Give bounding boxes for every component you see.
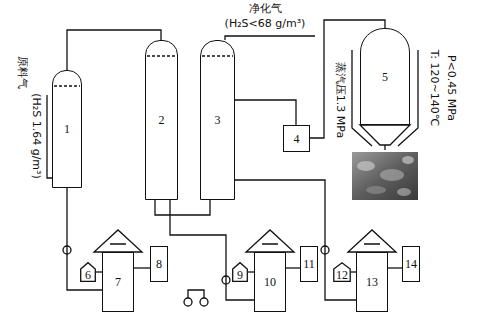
callout-number: 8 [156, 258, 162, 270]
tank-box: 11 [300, 246, 318, 282]
tank-outline [81, 263, 96, 282]
filter-hood [94, 230, 142, 252]
process-box: 4 [283, 125, 310, 152]
tank-symbol: 12 [333, 262, 351, 282]
stream-label: 净化气 [249, 3, 282, 15]
callout-number: 9 [237, 269, 243, 281]
callout-number: 3 [215, 114, 221, 126]
pipe-line [388, 267, 402, 268]
pipe-line [170, 200, 254, 300]
absorber-column: 3 [200, 40, 235, 200]
pump-symbol [200, 298, 208, 306]
tank-outline [233, 263, 248, 282]
hood-bar [110, 243, 380, 244]
sulfur-photo [352, 152, 418, 200]
callout-number: 10 [264, 276, 276, 288]
tank-box: 8 [150, 246, 168, 282]
liquid-level [202, 55, 233, 56]
pipe-line [235, 100, 296, 125]
filter-unit: 13 [356, 252, 388, 312]
concentration-label: (H₂S<68 g/m³) [225, 18, 306, 30]
pipe-line [134, 267, 150, 268]
tank-symbol: 6 [80, 262, 96, 282]
liquid-level [54, 85, 80, 86]
stream-label: 原料气 [16, 56, 28, 89]
callout-number: 2 [159, 114, 165, 126]
tank-outline [334, 263, 350, 282]
pipe-line [286, 267, 300, 268]
filter-hood [348, 230, 396, 252]
vessel-outlet [384, 145, 385, 150]
callout-number: 7 [115, 276, 121, 288]
callout-number: 14 [405, 258, 417, 270]
tank-symbol: 9 [232, 262, 248, 282]
pipe-line [310, 20, 385, 138]
filter-unit: 7 [102, 252, 134, 312]
outlet-pipe [225, 36, 315, 40]
pipe-line [67, 188, 102, 290]
tank-box: 14 [402, 246, 420, 282]
condition-label: 蒸汽压1.3 MPa [334, 62, 346, 138]
callout-number: 1 [64, 123, 70, 135]
concentration-label: (H₂S 1.64 g/m³) [30, 93, 42, 179]
callout-number: 4 [294, 133, 300, 145]
steam-jacket [352, 50, 418, 146]
pump-symbol [184, 298, 192, 306]
pipe-line [67, 30, 161, 70]
callout-number: 5 [382, 71, 388, 83]
absorber-column: 1 [52, 70, 82, 188]
callout-number: 13 [366, 276, 378, 288]
liquid-level [147, 55, 176, 56]
condition-label: P<0.45 MPa [445, 55, 457, 121]
absorber-column: 2 [145, 40, 178, 200]
pump-pipe [188, 290, 204, 298]
condition-label: T: 120~140℃ [428, 50, 440, 126]
filter-unit: 10 [254, 252, 286, 312]
callout-number: 11 [303, 258, 315, 270]
melting-vessel: 5 [360, 28, 410, 125]
pipe-line [155, 200, 210, 215]
filter-hood [246, 230, 294, 252]
callout-number: 12 [336, 269, 348, 281]
callout-number: 6 [85, 269, 91, 281]
